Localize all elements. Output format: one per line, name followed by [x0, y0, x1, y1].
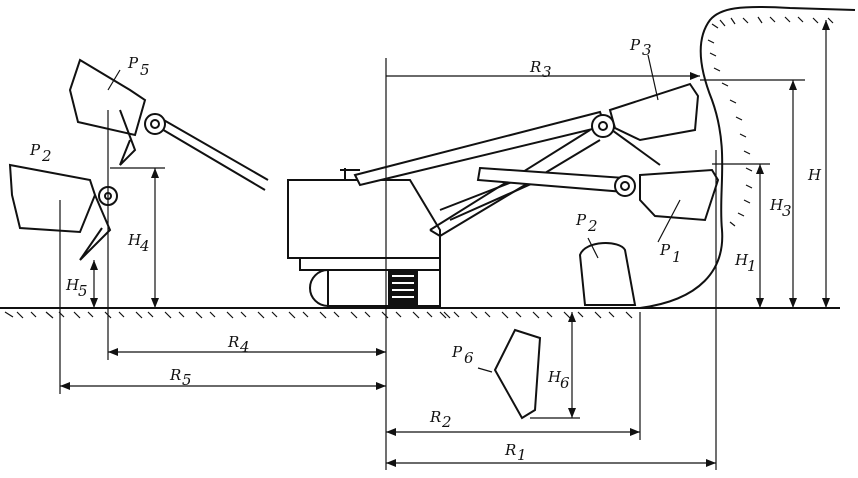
svg-text:P: P: [451, 343, 463, 361]
svg-text:H: H: [127, 231, 142, 249]
label-p1: P 1: [659, 241, 682, 266]
dim-h5: [90, 260, 98, 308]
svg-text:1: 1: [747, 257, 757, 275]
label-h5: H 5: [65, 276, 88, 300]
svg-text:3: 3: [542, 63, 552, 81]
svg-text:3: 3: [642, 41, 652, 59]
svg-text:H: H: [547, 368, 562, 386]
ground: [0, 307, 840, 319]
svg-text:P: P: [575, 211, 587, 229]
svg-text:R: R: [529, 58, 541, 76]
label-r5: R 5: [169, 366, 192, 389]
svg-text:H: H: [65, 276, 80, 294]
leaders: [107, 54, 681, 373]
svg-text:2: 2: [441, 413, 452, 431]
label-p3: P 3: [629, 36, 652, 59]
dim-h3: [700, 79, 805, 308]
svg-text:H: H: [807, 166, 822, 184]
dim-r5: [59, 200, 386, 394]
label-h1: H 1: [734, 251, 757, 275]
svg-text:R: R: [504, 441, 516, 459]
label-h6: H 6: [547, 368, 570, 392]
label-h3: H 3: [769, 196, 792, 220]
svg-text:P: P: [127, 54, 139, 72]
svg-text:1: 1: [517, 446, 527, 464]
dim-r1: [386, 150, 717, 470]
svg-text:4: 4: [239, 338, 250, 356]
svg-text:2: 2: [41, 147, 52, 165]
label-r3: R 3: [529, 58, 552, 81]
svg-text:R: R: [227, 333, 239, 351]
dim-r3: [386, 72, 700, 80]
svg-text:3: 3: [782, 202, 792, 220]
svg-text:6: 6: [560, 374, 570, 392]
dim-h1: [712, 163, 770, 308]
dim-h: [822, 20, 830, 308]
label-r1: R 1: [504, 441, 527, 464]
label-r4: R 4: [227, 333, 250, 356]
label-p2-right: P 2: [575, 211, 598, 235]
svg-text:1: 1: [672, 248, 682, 266]
svg-text:5: 5: [140, 61, 150, 79]
svg-text:R: R: [429, 408, 441, 426]
excavator-body: [287, 168, 441, 307]
label-h4: H 4: [127, 231, 150, 255]
bucket-p3: [608, 82, 700, 142]
bucket-p1: [639, 168, 720, 222]
bucket-p2-ground: [578, 242, 637, 306]
svg-text:H: H: [769, 196, 784, 214]
left-bucket-p5: [68, 58, 269, 191]
bucket-p6: [493, 328, 542, 420]
svg-text:R: R: [169, 366, 181, 384]
boom-assembly: [353, 110, 661, 237]
svg-text:4: 4: [139, 237, 150, 255]
label-p5: P 5: [127, 54, 150, 79]
svg-text:P: P: [659, 241, 671, 259]
svg-text:5: 5: [182, 371, 192, 389]
svg-text:P: P: [29, 141, 41, 159]
label-p6: P 6: [451, 343, 474, 367]
svg-text:P: P: [629, 36, 641, 54]
svg-text:H: H: [734, 251, 749, 269]
dim-h6: [530, 312, 580, 419]
dim-r4: [107, 110, 386, 360]
label-h: H: [807, 166, 822, 184]
label-p2-left: P 2: [29, 141, 52, 165]
svg-text:6: 6: [464, 349, 474, 367]
dim-h4: [110, 167, 165, 308]
svg-text:2: 2: [587, 217, 598, 235]
svg-text:5: 5: [78, 282, 88, 300]
left-bucket-p2: [8, 163, 118, 261]
rock-face: [639, 5, 856, 309]
label-r2: R 2: [429, 408, 452, 431]
dim-r2: [386, 312, 641, 440]
